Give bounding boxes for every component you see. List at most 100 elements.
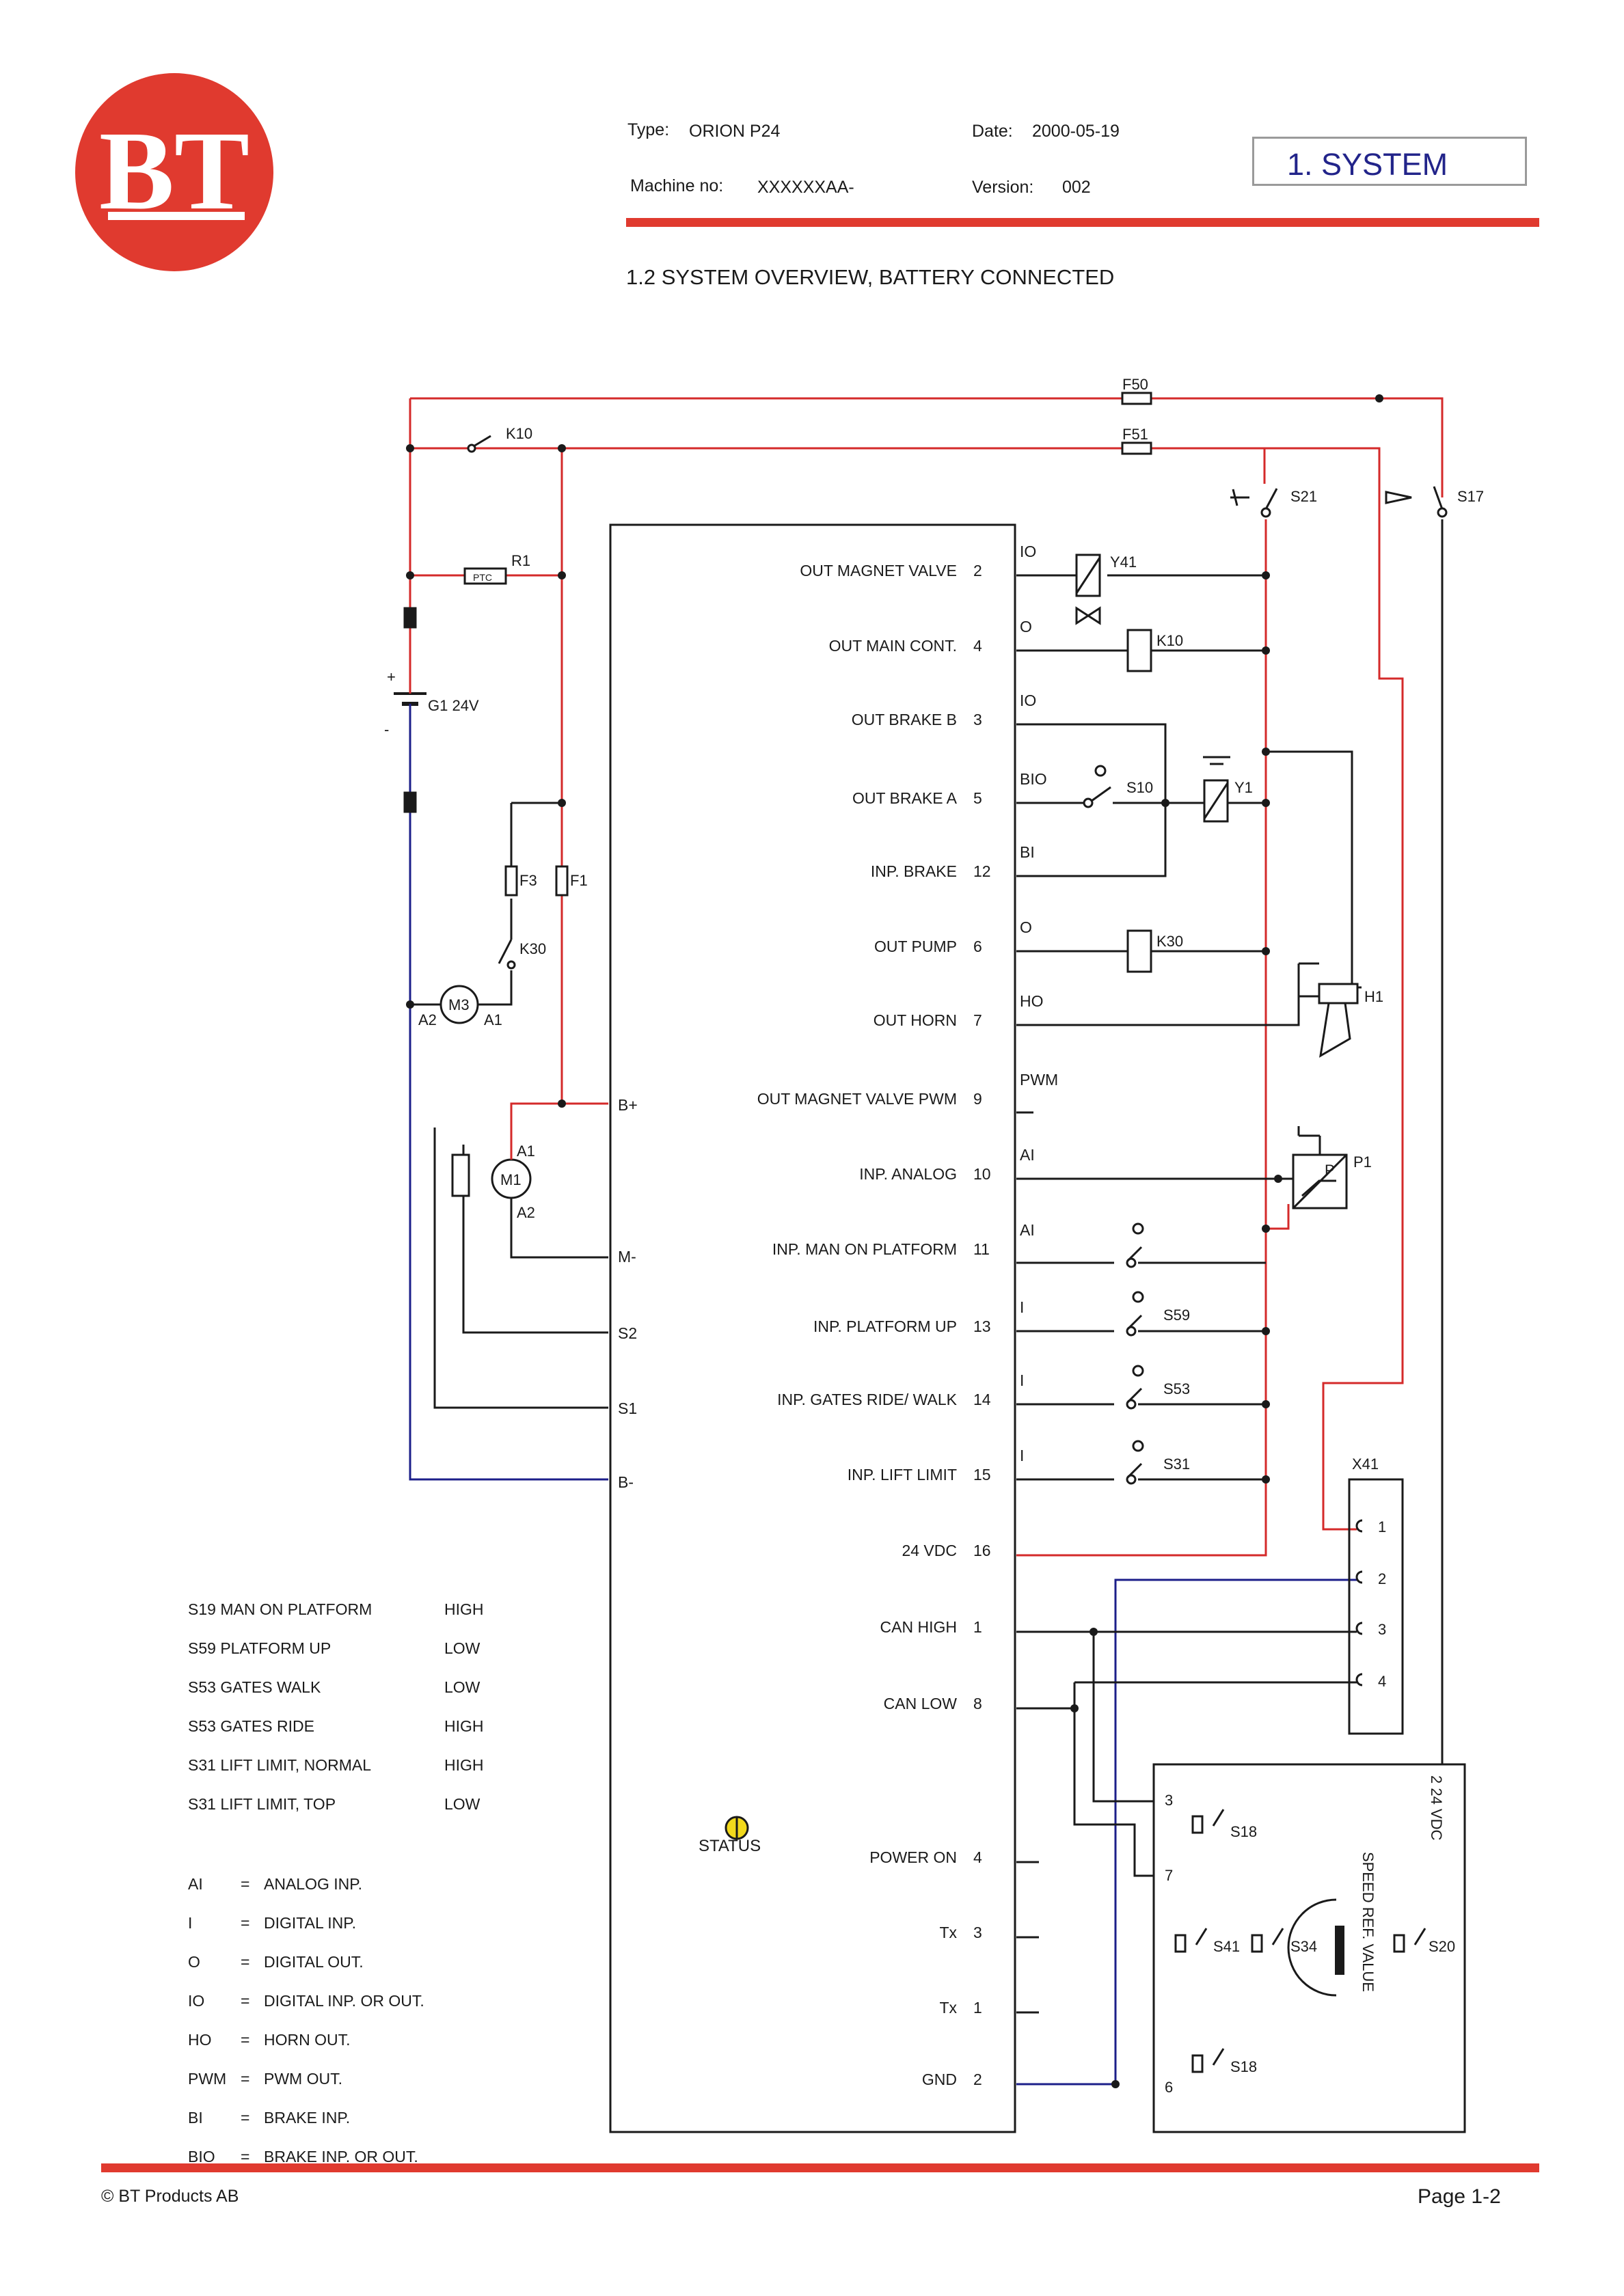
abbreviation-abbr: I [188,1914,193,1932]
page-number: Page 1-2 [1418,2185,1501,2208]
label-y41: Y41 [1110,554,1137,571]
status-led [725,1816,749,1840]
switch-table-name: S31 LIFT LIMIT, TOP [188,1795,336,1813]
f1-fuse [555,865,569,897]
junction-dots [406,394,1383,2088]
label-s41: S41 [1213,1938,1240,1955]
label-minus: - [384,721,389,738]
s21-operator [1230,489,1249,506]
f3-fuse [504,865,518,897]
controller-left-pin: B+ [618,1096,638,1114]
tiller-pin-7: 7 [1165,1867,1173,1884]
controller-pin-number: 9 [973,1090,982,1108]
label-s34: S34 [1290,1938,1317,1955]
label-k10-coil: K10 [1156,632,1183,649]
k30-coil [1126,929,1152,973]
controller-pin-row: OUT PUMP 6 O [615,918,1032,957]
controller-pin-name: OUT MAIN CONT. [828,637,957,655]
label-h1: H1 [1364,988,1383,1005]
label-k10: K10 [506,425,532,442]
controller-pin-type: I [1020,1298,1025,1316]
machine-label: Machine no: [630,176,724,195]
copyright: © BT Products AB [101,2187,239,2206]
controller-pin-name: GND [921,2070,957,2088]
label-battery: G1 24V [428,697,479,714]
abbreviation-meaning: PWM OUT. [264,2070,342,2088]
controller-pin-name: Tx [939,1924,957,1941]
label-f51: F51 [1122,426,1148,443]
controller-pin-name: OUT PUMP [874,938,957,955]
controller-pin-number: 10 [973,1165,991,1183]
controller-pin-number: 1 [973,1999,982,2017]
controller-left-pin: S2 [618,1324,638,1342]
section-box-label: 1. SYSTEM [1287,147,1448,182]
status-label: STATUS [699,1837,761,1855]
abbreviation-meaning: BRAKE INP. [264,2109,351,2127]
controller-pin-number: 7 [973,1011,982,1029]
controller-pin-name: 24 VDC [902,1542,957,1559]
controller-pin-number: 1 [973,1618,982,1636]
switch-table-state: LOW [444,1639,481,1657]
label-m1-a1: A1 [517,1143,535,1160]
label-s10: S10 [1126,779,1153,796]
abbreviation-eq: = [241,2109,250,2127]
version-label: Version: [972,178,1034,197]
controller-pin-number: 14 [973,1391,991,1408]
label-x41: X41 [1352,1456,1379,1473]
version-value: 002 [1062,178,1091,197]
controller-pin-name: INP. ANALOG [859,1165,957,1183]
label-s31: S31 [1163,1456,1190,1473]
controller-pin-number: 2 [973,2070,982,2088]
date-label: Date: [972,122,1013,141]
controller-pin-type: O [1020,918,1032,936]
switch-table-state: HIGH [444,1756,484,1774]
k10-coil [1126,629,1152,672]
label-s18a: S18 [1230,1823,1257,1840]
abbreviation-eq: = [241,1875,250,1893]
controller-pin-name: OUT MAGNET VALVE PWM [757,1090,957,1108]
label-speed-ref: SPEED REF. VALUE [1359,1852,1377,1992]
controller-pin-name: OUT BRAKE B [851,711,957,728]
controller-pin-name: OUT HORN [873,1011,957,1029]
label-s17: S17 [1457,488,1484,505]
x41-pin-3: 3 [1378,1621,1386,1638]
controller-pin-row: GND 2 [615,2070,998,2090]
m3-motor [439,985,479,1024]
controller-left-pin: S1 [618,1399,638,1417]
y41-valve-body [1075,606,1101,625]
abbreviation-meaning: DIGITAL OUT. [264,1953,364,1971]
label-s20: S20 [1429,1938,1455,1955]
controller-pin-type: PWM [1020,1071,1059,1089]
controller-pin-number: 6 [973,938,982,955]
x41-pin-4: 4 [1378,1673,1386,1690]
label-plus: + [387,668,396,685]
label-f3: F3 [519,872,537,889]
battery-plug-bottom [403,791,417,813]
controller-pin-name: CAN HIGH [880,1618,957,1636]
label-s53: S53 [1163,1380,1190,1397]
label-s21: S21 [1290,488,1317,505]
controller-pin-name: INP. LIFT LIMIT [847,1466,957,1484]
x41-pins [1355,1519,1363,1686]
x41-pin-1: 1 [1378,1518,1386,1535]
abbreviation-abbr: AI [188,1875,203,1893]
controller-pin-name: OUT MAGNET VALVE [800,562,957,579]
date-value: 2000-05-19 [1032,122,1120,141]
controller-pin-number: 12 [973,862,991,880]
label-p1: P1 [1353,1153,1372,1171]
x41-box [1348,1478,1404,1735]
controller-pin-type: BIO [1020,770,1047,788]
switch-table-name: S31 LIFT LIMIT, NORMAL [188,1756,371,1774]
switch-table-name: S53 GATES RIDE [188,1717,314,1735]
switch-table-state: LOW [444,1678,481,1696]
controller-pin-number: 11 [973,1240,990,1258]
machine-value: XXXXXXAA- [757,178,854,197]
